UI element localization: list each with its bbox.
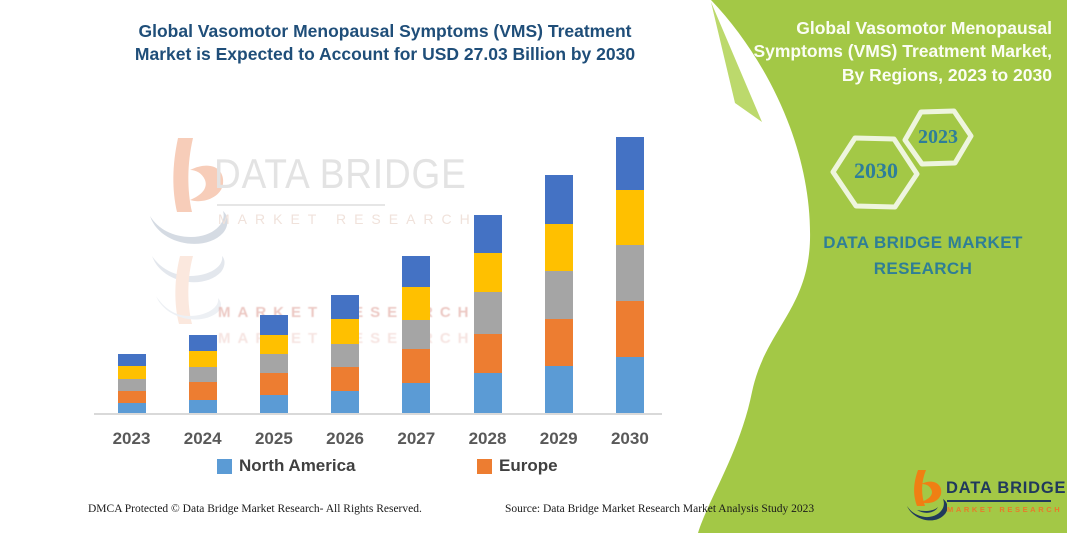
bar-segment [117, 391, 146, 403]
bar-segment [259, 372, 288, 395]
bar-segment [117, 379, 146, 392]
x-axis-label: 2028 [468, 429, 507, 448]
legend-swatch-icon [477, 458, 492, 474]
side-panel-title-line3: By Regions, 2023 to 2030 [841, 64, 1052, 85]
bar-segment [544, 174, 573, 224]
bar-segment [117, 353, 146, 366]
x-axis-label: 2030 [610, 429, 649, 448]
hexagon-2030-icon [830, 135, 920, 210]
legend-label: Europe [499, 456, 558, 475]
footer-dmca-text: DMCA Protected © Data Bridge Market Rese… [88, 503, 422, 515]
legend-item: North America [217, 456, 356, 476]
bar-segment [331, 343, 360, 367]
legend-item: Europe [477, 456, 558, 476]
bar-segment [402, 348, 431, 383]
bar-segment [117, 366, 146, 379]
x-axis-label: 2029 [539, 429, 578, 448]
bar-segment [402, 286, 431, 320]
logo-tagline: MARKET RESEARCH [947, 505, 1063, 514]
bar-segment [259, 394, 288, 414]
bar-segment [473, 214, 502, 253]
bar-segment [188, 350, 217, 367]
logo-wordmark: DATA BRIDGE [946, 479, 1067, 497]
bar-segment [544, 365, 573, 414]
bar-segment [544, 318, 573, 366]
bar-segment [544, 223, 573, 271]
bar-segment [402, 319, 431, 349]
hexagon-2023-label: 2023 [918, 126, 958, 148]
x-axis-line [94, 413, 662, 415]
x-axis-label: 2024 [183, 429, 222, 448]
bar-segment [188, 381, 217, 400]
x-axis-label: 2025 [254, 429, 293, 448]
bar-segment [259, 315, 288, 335]
side-panel-brand-line2: RESEARCH [873, 259, 973, 279]
bar-segment [615, 137, 644, 190]
bar-segment [473, 252, 502, 292]
side-panel-brand-line1: DATA BRIDGE MARKET [823, 233, 1023, 252]
hexagon-2030-label: 2030 [854, 158, 898, 183]
bar-segment [615, 356, 644, 414]
bar-segment [473, 333, 502, 373]
bar-segment [544, 270, 573, 319]
bar-segment [473, 372, 502, 414]
side-panel-title-line2: Symptoms (VMS) Treatment Market, [753, 41, 1052, 62]
side-panel-brand: DATA BRIDGE MARKET RESEARCH [795, 230, 1051, 283]
chart-title-line2: Market is Expected to Account for USD 27… [134, 44, 636, 65]
data-bridge-logo-icon [907, 470, 947, 521]
legend-swatch-icon [217, 458, 232, 474]
bar-chart [117, 137, 644, 414]
bar-segment [259, 353, 288, 373]
hexagon-2023-icon [902, 108, 974, 167]
bar-segment [402, 255, 431, 287]
green-panel [698, 0, 1067, 533]
bar-segment [331, 390, 360, 414]
chart-title: Global Vasomotor Menopausal Symptoms (VM… [85, 20, 685, 66]
bar-segment [331, 367, 360, 391]
bar-segment [117, 403, 146, 414]
bar-segment [473, 291, 502, 334]
bar-segment [331, 294, 360, 319]
x-axis-label: 2023 [112, 429, 151, 448]
bar-segment [259, 334, 288, 354]
side-panel-title: Global Vasomotor Menopausal Symptoms (VM… [728, 17, 1052, 87]
x-axis-label: 2026 [326, 429, 364, 448]
bar-segment [188, 334, 217, 351]
bar-segment [188, 400, 217, 414]
bar-segment [188, 366, 217, 382]
logo-divider [947, 500, 1051, 502]
chart-title-line1: Global Vasomotor Menopausal Symptoms (VM… [138, 21, 632, 41]
bar-segment [402, 382, 431, 414]
bar-segment [331, 318, 360, 344]
light-green-wedge [711, 2, 762, 122]
x-axis-label: 2027 [397, 429, 436, 448]
bar-segment [615, 300, 644, 357]
bar-segment [615, 244, 644, 301]
side-panel-title-line1: Global Vasomotor Menopausal [796, 18, 1052, 38]
bar-segment [615, 189, 644, 245]
legend-label: North America [239, 456, 356, 475]
footer-source-text: Source: Data Bridge Market Research Mark… [505, 503, 815, 515]
